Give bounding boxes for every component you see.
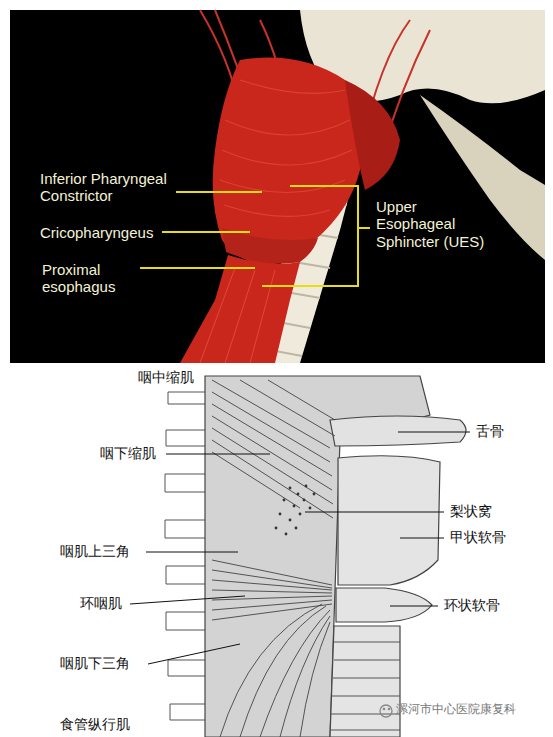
cartilage-label: 甲状软骨 — [450, 529, 506, 545]
muscle-label: 咽中缩肌 — [138, 369, 194, 385]
muscle-label: 咽下缩肌 — [100, 445, 156, 461]
muscle-label: 环咽肌 — [80, 595, 122, 611]
structure-label: 梨状窝 — [450, 503, 492, 519]
watermark: 漯河市中心医院康复科 — [396, 703, 516, 717]
muscle-label: 食管纵行肌 — [60, 716, 130, 732]
muscle-label: Inferior Pharyngeal Constrictor — [40, 170, 172, 205]
region-label: 咽肌上三角 — [60, 543, 130, 559]
bone-label: 舌骨 — [476, 423, 504, 439]
structure-label: Proximal esophagus — [42, 261, 137, 296]
sphincter-label: Upper Esophageal Sphincter (UES) — [376, 198, 496, 250]
cartilage-label: 环状软骨 — [444, 597, 500, 613]
region-label: 咽肌下三角 — [60, 655, 130, 671]
muscle-label: Cricopharyngeus — [40, 224, 162, 241]
